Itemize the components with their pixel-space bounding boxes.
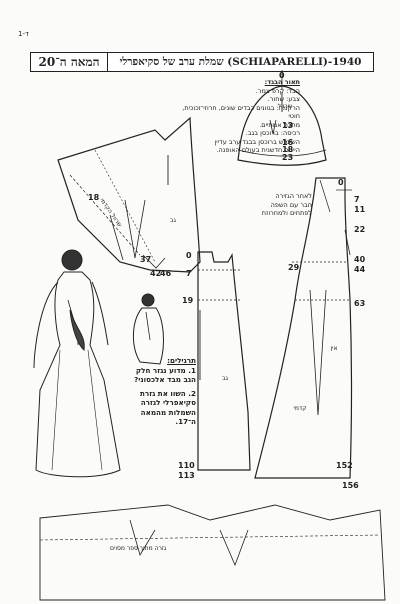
sleeve-num: 16 — [282, 138, 294, 147]
description-line: השימוש ברוכסן בבגד ערב עדיין — [214, 137, 300, 146]
back-num: 29 — [288, 263, 300, 272]
description-line: מתכת אמתיים. — [259, 120, 300, 129]
description-line: הרקמה: בגוונים כבדים שונים, חרוזי־זכוכית… — [182, 103, 300, 121]
sleeve-num: 18 — [282, 145, 294, 154]
description-line: הייתה חדשנית בעולם האופנה. — [216, 146, 300, 154]
front-label: גב — [170, 217, 176, 224]
description-line: צבע: שחור. — [267, 95, 300, 103]
sleeve-num: 23 — [282, 153, 293, 162]
back-num: 0 — [338, 178, 344, 187]
sleeve-pattern — [237, 70, 327, 166]
front-panel-label: גב — [222, 375, 228, 382]
back-figure-head — [141, 293, 155, 307]
question-2-line: 2. השוו את גזרת — [139, 388, 196, 398]
back-num: 63 — [354, 299, 365, 308]
back-label: אין — [331, 345, 338, 352]
sleeve-label: שרוול — [278, 103, 292, 110]
yoke-label: שרוול הקדמי — [98, 197, 123, 228]
cut-note-line: לפתחים ולמחרוזת — [261, 209, 312, 217]
cut-note-line: לאחר הגזירה — [275, 192, 312, 200]
sleeve-num: 13 — [282, 121, 293, 130]
back-num: 152 — [336, 461, 353, 470]
back-num: 7 — [354, 195, 360, 204]
front-panel-pattern — [197, 251, 251, 471]
sleeve-num: 0 — [279, 71, 285, 80]
back-num: 156 — [342, 481, 359, 490]
question-1-line: הגב מבד אלכסוני? — [134, 375, 196, 384]
back-num: 44 — [354, 265, 366, 274]
back-num: 11 — [354, 205, 366, 214]
cut-note: לאחר הגזירה חבר עם השפה לפתחים ולמחרוזת — [222, 192, 312, 218]
exercises: תרגילים: 1. מדוע נגזר חלק הגב מבד אלכסונ… — [108, 356, 196, 427]
front-num: 113 — [178, 471, 195, 480]
bodice-num: 46 — [160, 269, 172, 278]
question-2-line: ה־17. — [175, 417, 196, 426]
back-panel-pattern — [254, 177, 353, 479]
front-num: 19 — [182, 296, 194, 305]
page-number: ד-1 — [18, 30, 29, 38]
question-2-line: השמלות מהמאה — [140, 407, 196, 417]
cut-note-line: חבר עם השפה — [270, 200, 312, 209]
question-1-line: 1. מדוע נגזר חלק — [135, 365, 196, 375]
skirt-label: קדמי — [294, 405, 307, 412]
bottom-note: גזרה מתוך ספר מסוים — [110, 545, 167, 552]
dress-illustration — [33, 249, 164, 478]
bodice-num: 42 — [150, 269, 161, 278]
exercises-heading: תרגילים: — [167, 356, 196, 365]
back-num: 22 — [354, 225, 365, 234]
bottom-strip-pattern — [39, 504, 386, 601]
page-header: המאה ה־20 1940-(SCHIAPARELLI) שמלת ערב ש… — [30, 52, 374, 72]
question-2-line: סקיאפרלי לגזרה — [140, 398, 196, 407]
figure-head — [61, 249, 83, 271]
description-line: הבד: קרפ צמר. — [255, 86, 300, 95]
bodice-pattern — [57, 116, 201, 273]
page-title: 1940-(SCHIAPARELLI) שמלת ערב של סקיאפרלי — [119, 56, 362, 68]
back-num: 40 — [354, 255, 366, 264]
embroidery-motif — [69, 309, 85, 351]
bodice-num: 18 — [88, 193, 100, 202]
chapter-title: המאה ה־20 — [31, 53, 108, 71]
front-num: 0 — [186, 251, 192, 260]
front-num: 7 — [186, 269, 192, 278]
front-num: 110 — [178, 461, 195, 470]
bodice-num: 37 — [140, 255, 151, 264]
